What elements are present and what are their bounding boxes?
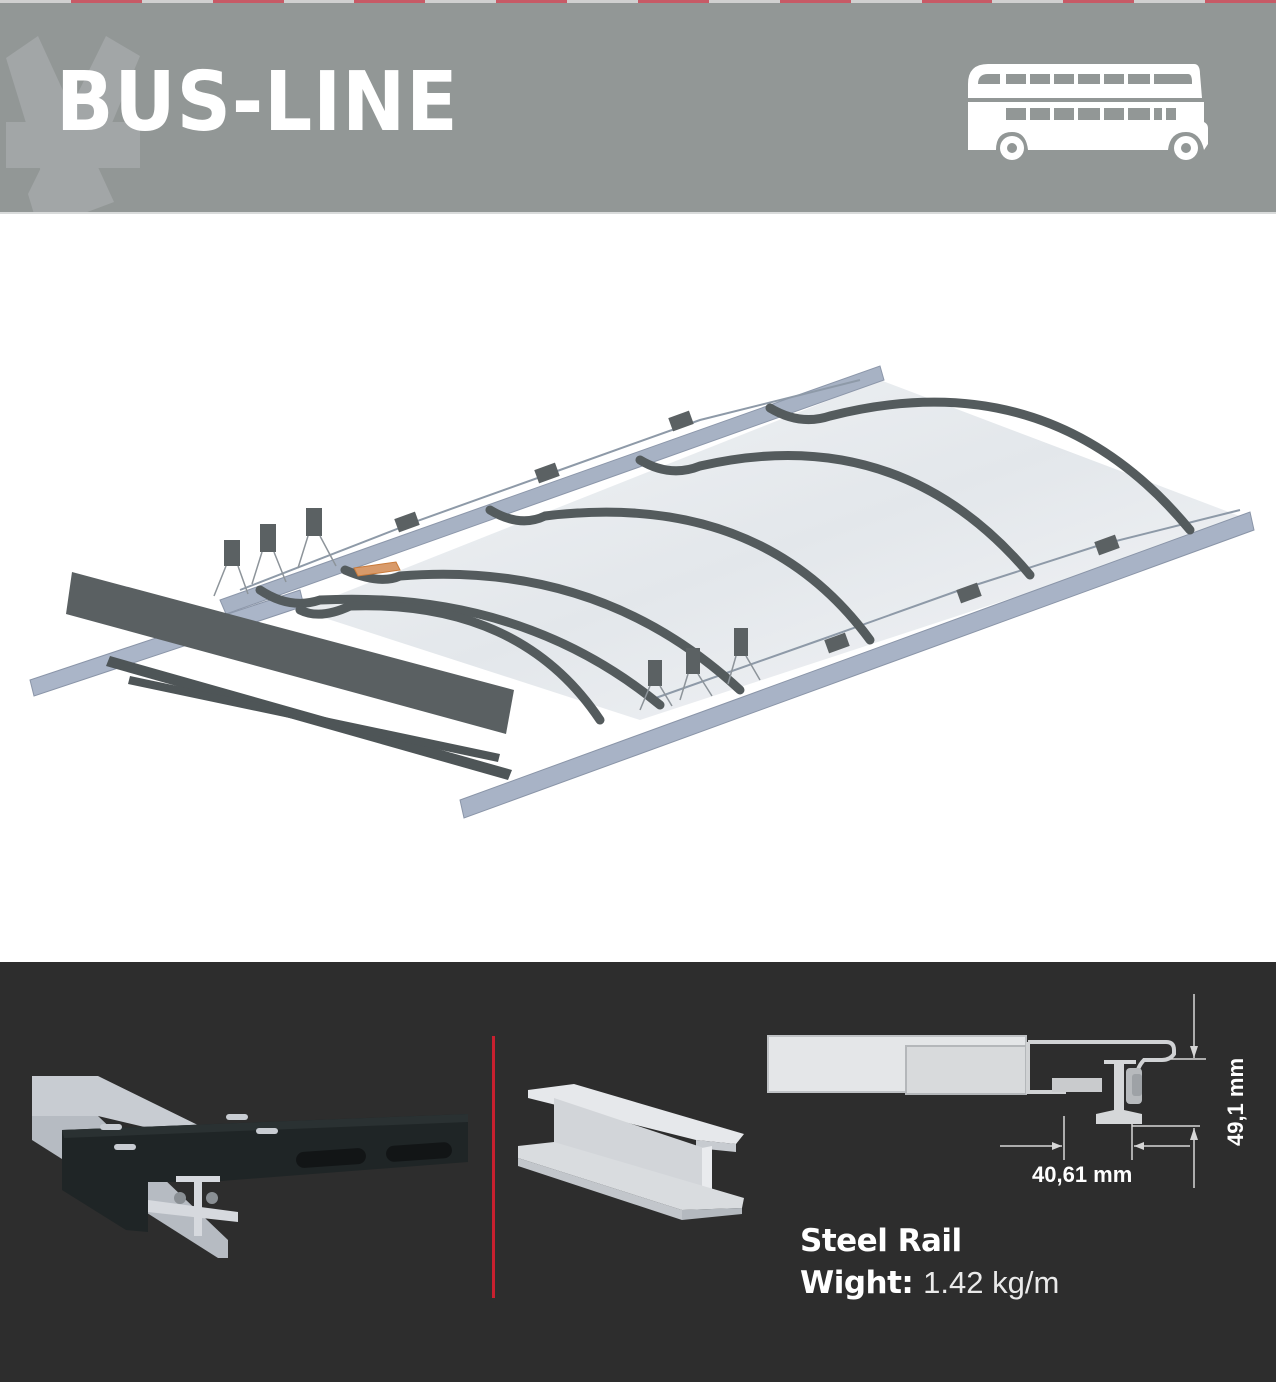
steel-rail-ibeam-render	[518, 1084, 744, 1220]
section-divider	[492, 1036, 495, 1298]
spec-title: Steel Rail	[800, 1223, 962, 1259]
weight-value: 1.42 kg/m	[923, 1265, 1060, 1300]
rail-cross-section-diagram	[767, 994, 1206, 1188]
roof-system-illustration	[29, 365, 1255, 819]
height-dimension-label: 49,1 mm	[1223, 1057, 1248, 1147]
rail-spec: Steel Rail Wight: 1.42 kg/m	[800, 1220, 1059, 1304]
double-decker-bus-icon	[968, 64, 1208, 160]
header-banner: BUS-LINE	[0, 0, 1276, 214]
rail-bracket-render	[32, 1076, 468, 1258]
spec-panel: 49,1 mm 40,61 mm Steel Rail Wight: 1.42 …	[0, 962, 1276, 1382]
spec-weight-row: Wight: 1.42 kg/m	[800, 1262, 1059, 1304]
x-logo-watermark	[6, 36, 140, 212]
roof-system-render	[0, 214, 1276, 962]
weight-label: Wight:	[800, 1265, 914, 1301]
width-dimension-label: 40,61 mm	[1032, 1162, 1133, 1187]
page-title: BUS-LINE	[56, 55, 459, 150]
top-stripe	[0, 0, 1276, 3]
